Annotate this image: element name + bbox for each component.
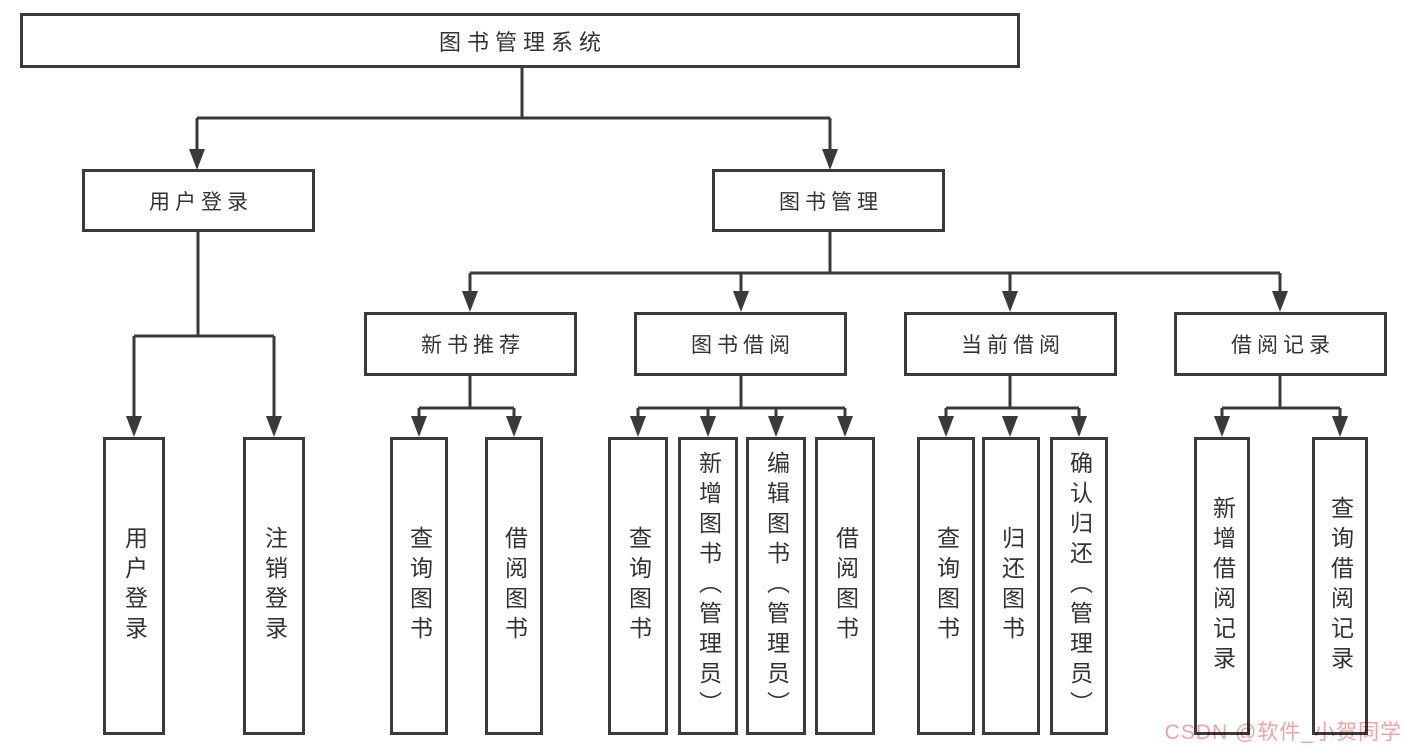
leaf-ul-user-login-label: 用户登录 <box>121 526 148 646</box>
node-book-management: 图书管理 <box>712 169 945 232</box>
leaf-cb-confirm-return-admin-label: 确认归还（管理员） <box>1066 451 1093 721</box>
leaf-cb-confirm-return-admin: 确认归还（管理员） <box>1050 437 1108 735</box>
leaf-nb-query-books-label: 查询图书 <box>406 526 433 646</box>
node-book-borrow: 图书借阅 <box>634 312 847 376</box>
node-book-borrow-label: 图书借阅 <box>691 334 795 357</box>
leaf-bb-borrow-books-label: 借阅图书 <box>832 526 859 646</box>
node-book-management-label: 图书管理 <box>779 190 883 214</box>
leaf-br-add-record: 新增借阅记录 <box>1194 437 1250 735</box>
csdn-watermark: CSDN @软件_小贺同学 <box>1164 721 1402 744</box>
leaf-bb-borrow-books: 借阅图书 <box>815 437 875 735</box>
leaf-cb-query-books-label: 查询图书 <box>933 526 960 646</box>
leaf-bb-add-book-admin-label: 新增图书（管理员） <box>695 451 722 721</box>
leaf-cb-query-books: 查询图书 <box>917 437 975 735</box>
leaf-nb-query-books: 查询图书 <box>390 437 448 735</box>
arrowheads <box>126 149 1348 437</box>
leaf-ul-logout: 注销登录 <box>243 437 305 735</box>
leaf-bb-query-books-label: 查询图书 <box>625 526 652 646</box>
leaf-bb-query-books: 查询图书 <box>608 437 668 735</box>
node-new-book-recommend: 新书推荐 <box>364 312 577 376</box>
leaf-nb-borrow-books: 借阅图书 <box>485 437 543 735</box>
leaf-bb-add-book-admin: 新增图书（管理员） <box>678 437 738 735</box>
leaf-cb-return-books-label: 归还图书 <box>998 526 1025 646</box>
leaf-ul-user-login: 用户登录 <box>103 437 165 735</box>
leaf-bb-edit-book-admin-label: 编辑图书（管理员） <box>763 451 790 721</box>
node-borrow-records-label: 借阅记录 <box>1231 334 1335 357</box>
leaf-nb-borrow-books-label: 借阅图书 <box>501 526 528 646</box>
leaf-br-query-record-label: 查询借阅记录 <box>1327 496 1354 676</box>
leaf-br-query-record: 查询借阅记录 <box>1312 437 1368 735</box>
node-root-label: 图书管理系统 <box>438 29 607 55</box>
leaf-br-add-record-label: 新增借阅记录 <box>1209 496 1236 676</box>
node-current-borrow: 当前借阅 <box>904 312 1117 376</box>
leaf-cb-return-books: 归还图书 <box>982 437 1040 735</box>
leaf-ul-logout-label: 注销登录 <box>261 526 288 646</box>
leaf-bb-edit-book-admin: 编辑图书（管理员） <box>746 437 806 735</box>
node-new-book-recommend-label: 新书推荐 <box>421 334 525 357</box>
node-borrow-records: 借阅记录 <box>1174 312 1387 376</box>
node-current-borrow-label: 当前借阅 <box>961 334 1065 357</box>
node-user-login-group-label: 用户登录 <box>149 190 253 214</box>
node-user-login-group: 用户登录 <box>82 169 315 232</box>
node-root-system: 图书管理系统 <box>20 13 1020 68</box>
